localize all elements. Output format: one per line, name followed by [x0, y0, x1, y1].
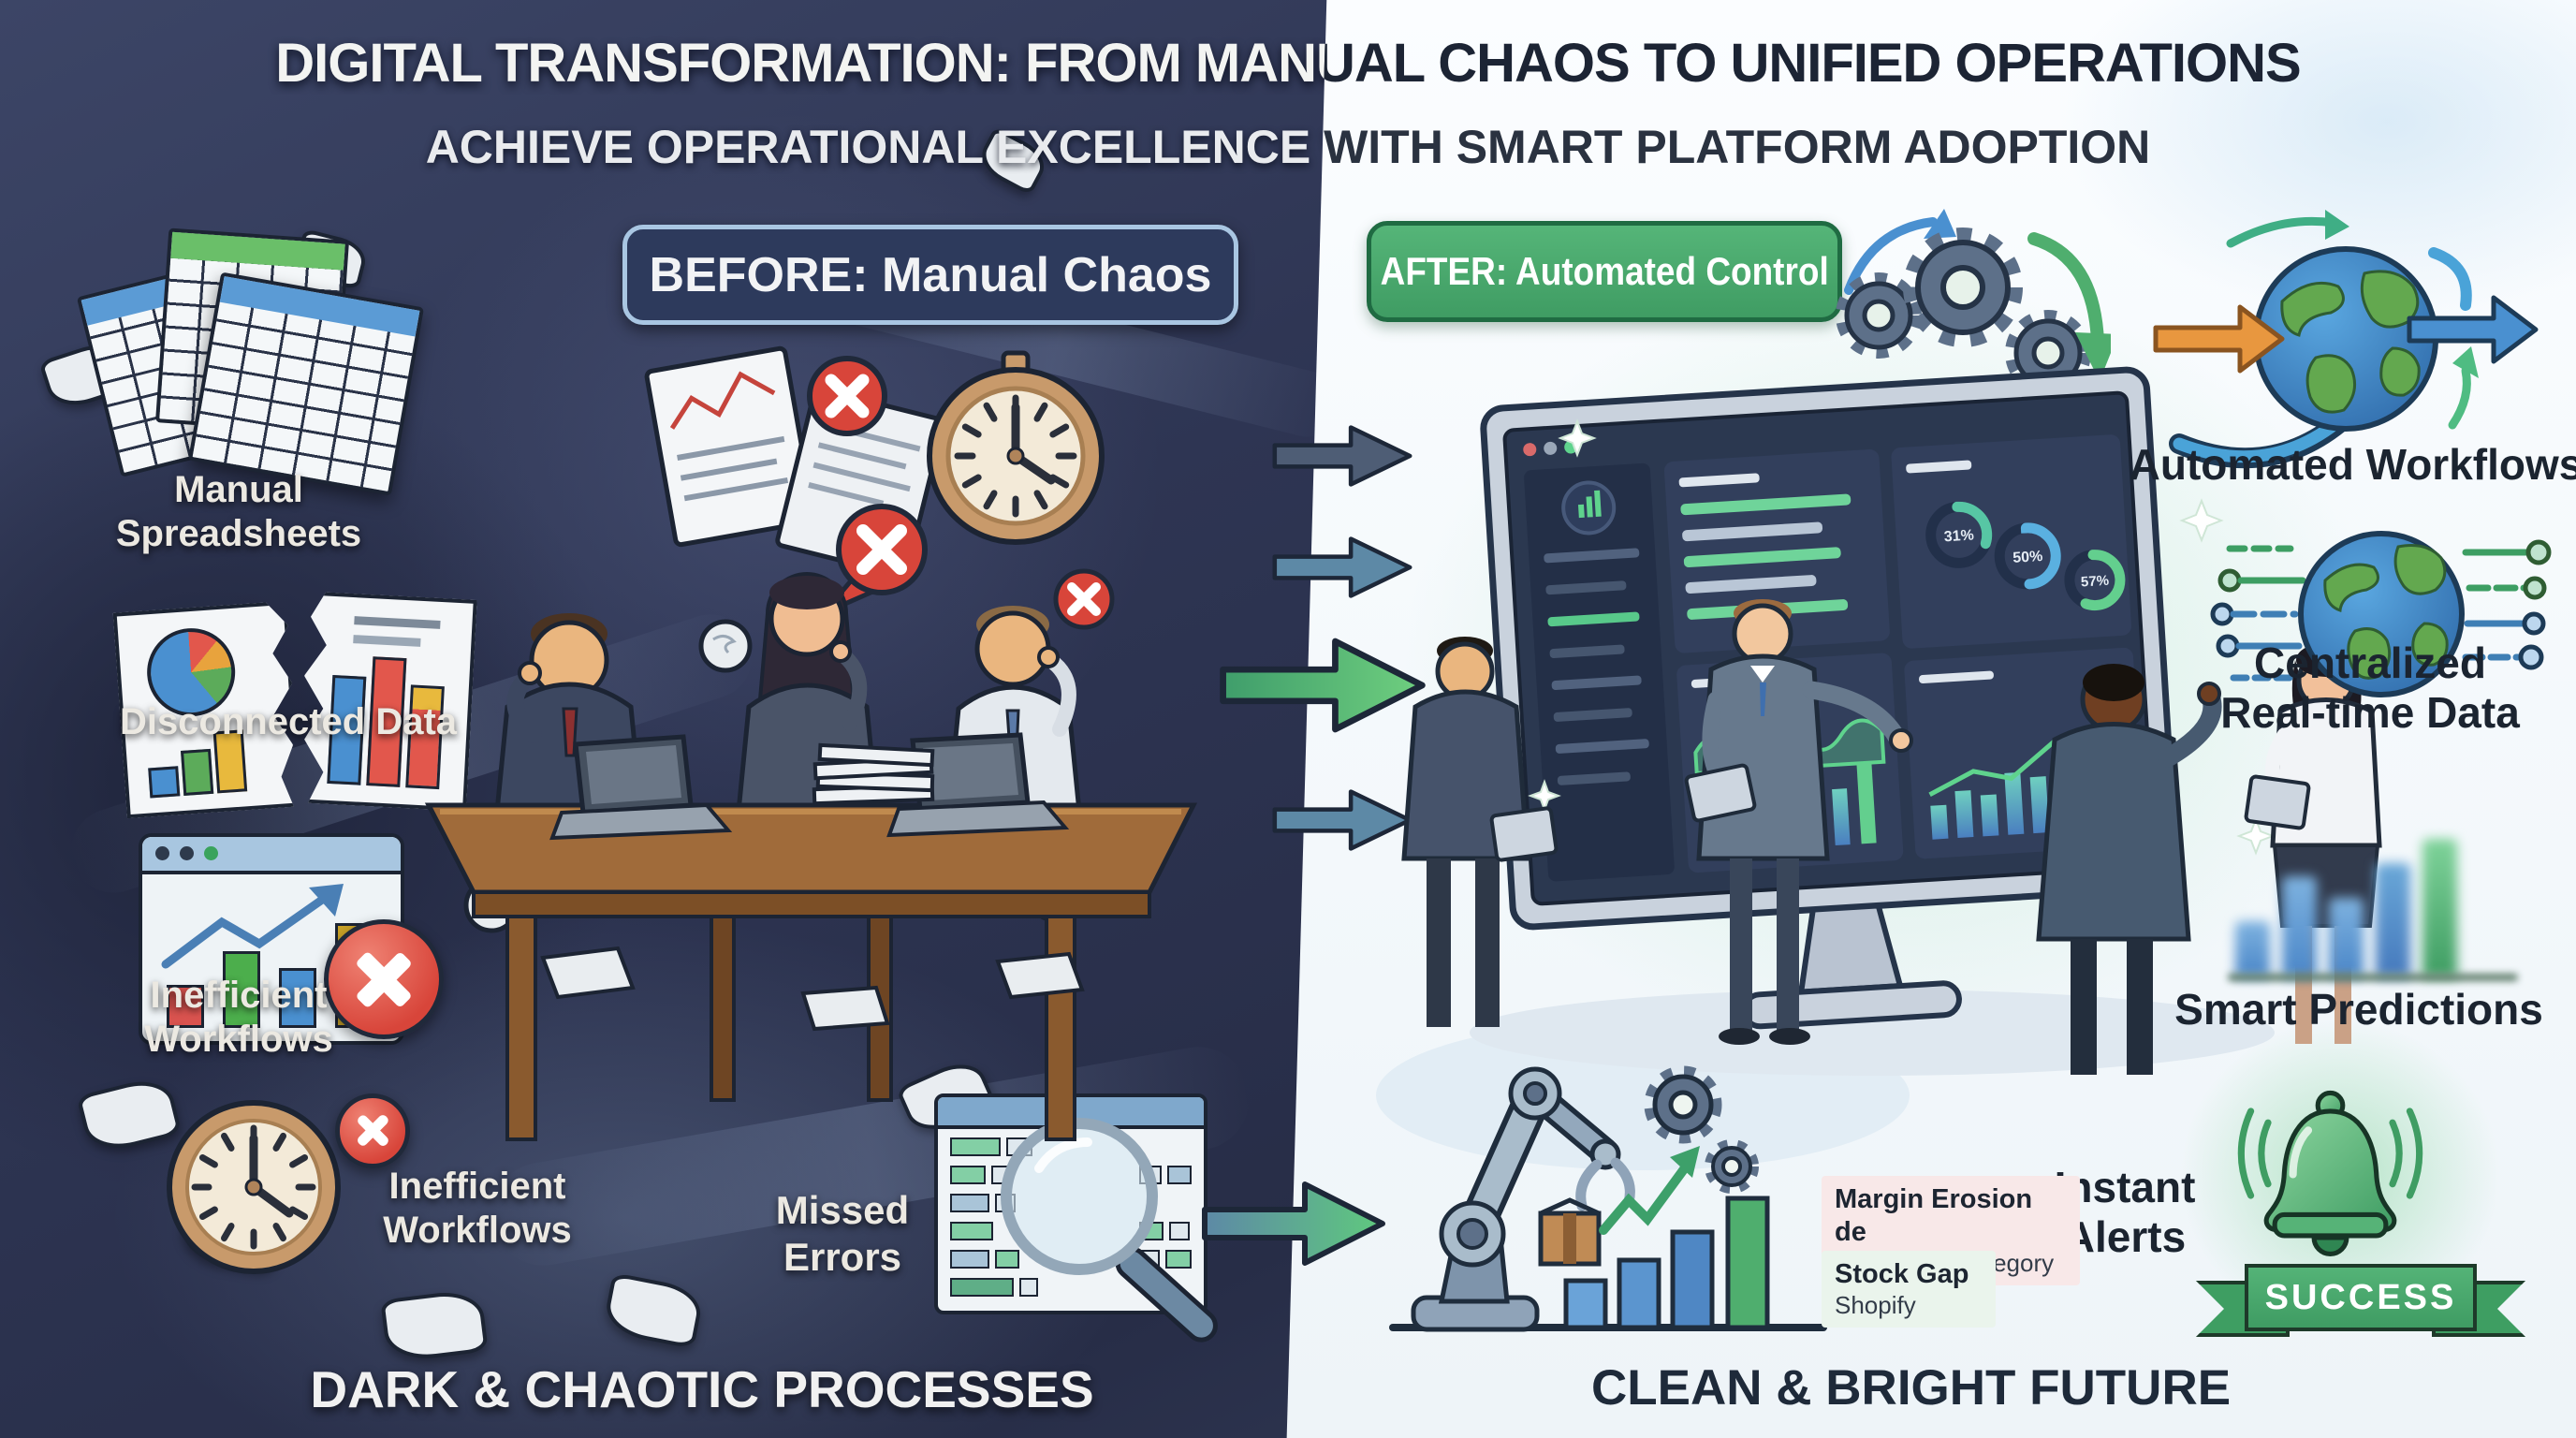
fallen-papers	[540, 946, 1085, 1032]
gear-icon	[1644, 1065, 1722, 1144]
chaos-scene	[424, 345, 1198, 1141]
donut-value: 50%	[2012, 549, 2043, 566]
report-document	[644, 345, 817, 548]
mini-bar	[148, 766, 180, 798]
trend-arrow	[161, 884, 344, 969]
clock-error-icon	[167, 1100, 341, 1274]
team-member	[1401, 637, 1559, 1027]
donut-value: 57%	[2081, 573, 2110, 591]
dashboard-sidebar	[1524, 462, 1675, 882]
forecast-bar	[2376, 863, 2410, 977]
gear-icon	[1836, 272, 1922, 359]
alert-card-subtitle: Shopify	[1835, 1290, 1916, 1319]
dashboard-scene: 31% 50% 57%	[1401, 366, 2382, 1076]
window-dot	[1523, 443, 1537, 457]
page-subtitle: ACHIEVE OPERATIONAL EXCELLENCE WITH SMAR…	[425, 121, 2151, 173]
package-box-icon	[1538, 1197, 1602, 1267]
page-subtitle-overlay: ACHIEVE OPERATIONAL EXCELLENCE WITH SMAR…	[1321, 120, 2576, 174]
transition-arrow	[1272, 425, 1412, 487]
alert-bell-icon	[2237, 1090, 2423, 1256]
gear-icon	[1705, 1139, 1759, 1194]
growth-bars	[1563, 1196, 1770, 1330]
paper-stack	[812, 742, 935, 806]
stressed-worker-center	[735, 572, 881, 824]
forecast-bar	[2235, 921, 2270, 977]
forecast-bar	[2422, 839, 2457, 977]
after-badge-label: AFTER: Automated Control	[1380, 249, 1829, 293]
alert-card-stock-gap: Stock Gap Shopify	[1822, 1251, 1996, 1328]
forecast-baseline	[2228, 974, 2518, 981]
dashboard-panel-list	[1663, 449, 1890, 653]
error-x-icon	[324, 919, 444, 1039]
chart-window-error-icon	[139, 833, 447, 1078]
spreadsheets-icon	[76, 227, 425, 496]
globe-arrows-icon	[2153, 210, 2539, 469]
label-automated-workflows: Automated Workflows	[2129, 440, 2576, 489]
meeting-table	[424, 802, 1198, 1141]
transition-arrow-green	[1202, 1181, 1385, 1266]
globe-circuit-icon	[2210, 531, 2552, 697]
error-x-icon	[807, 356, 887, 436]
error-x-icon	[335, 1093, 410, 1168]
monitor-stand	[1797, 902, 1904, 995]
before-footer: DARK & CHAOTIC PROCESSES	[310, 1360, 1094, 1418]
gear-icon	[1903, 227, 2023, 347]
label-manual-spreadsheets: Manual Spreadsheets	[115, 469, 362, 555]
mini-bar	[279, 968, 316, 1028]
before-badge: BEFORE: Manual Chaos	[622, 225, 1238, 325]
transition-arrow-green	[1220, 638, 1426, 733]
before-badge-label: BEFORE: Manual Chaos	[649, 247, 1212, 302]
clock-ticks	[191, 1124, 316, 1250]
after-footer: CLEAN & BRIGHT FUTURE	[1591, 1360, 2232, 1416]
success-ribbon: SUCCESS	[2245, 1264, 2477, 1331]
robot-arm-scene	[1389, 1065, 1827, 1332]
dashboard-panel-donuts: 31% 50% 57%	[1891, 434, 2131, 649]
page-title-overlay: DIGITAL TRANSFORMATION: FROM MANUAL CHAO…	[1324, 32, 2576, 95]
error-x-icon	[1053, 568, 1115, 630]
alert-card-title: Margin Erosion de	[1835, 1184, 2033, 1247]
spreadsheet-card	[187, 271, 425, 496]
laptop-icon	[549, 734, 733, 841]
alert-card-title: Stock Gap	[1835, 1259, 1969, 1289]
label-missed-errors: Missed Errors	[775, 1188, 910, 1279]
mini-bar	[167, 985, 204, 1028]
page-title: DIGITAL TRANSFORMATION: FROM MANUAL CHAO…	[275, 33, 2301, 94]
after-badge: AFTER: Automated Control	[1367, 221, 1842, 322]
window-dot	[204, 846, 218, 860]
team-member-back	[2036, 664, 2222, 1075]
forecast-bar	[2282, 876, 2317, 977]
magnifier-icon	[1001, 1118, 1218, 1343]
forecast-bar	[2329, 898, 2364, 977]
success-ribbon-label: SUCCESS	[2264, 1277, 2457, 1317]
label-smart-predictions: Smart Predictions	[2174, 985, 2543, 1034]
team-member-presenter	[1684, 599, 1913, 1045]
sheet-header	[170, 231, 345, 271]
transition-arrow	[1272, 789, 1412, 851]
mini-bar	[181, 749, 213, 796]
window-dot	[180, 846, 194, 860]
label-centralized-data: Centralized Real-time Data	[2220, 638, 2520, 737]
window-dot	[155, 846, 169, 860]
label-inefficient-workflows-1: Inefficient Workflows	[144, 975, 333, 1061]
transition-arrow	[1272, 536, 1412, 598]
growth-arrow	[1599, 1146, 1700, 1235]
mini-bar	[223, 951, 260, 1028]
forecast-bars-icon	[2235, 835, 2516, 977]
label-disconnected-data: Disconnected Data	[119, 701, 458, 742]
window-dot	[1544, 441, 1558, 455]
alarm-clock-icon	[927, 350, 1105, 545]
donut-value: 31%	[1943, 527, 1974, 545]
gears-icon	[1836, 209, 2111, 396]
label-inefficient-workflows-2: Inefficient Workflows	[383, 1166, 572, 1252]
robot-arm-icon	[1411, 1066, 1635, 1332]
